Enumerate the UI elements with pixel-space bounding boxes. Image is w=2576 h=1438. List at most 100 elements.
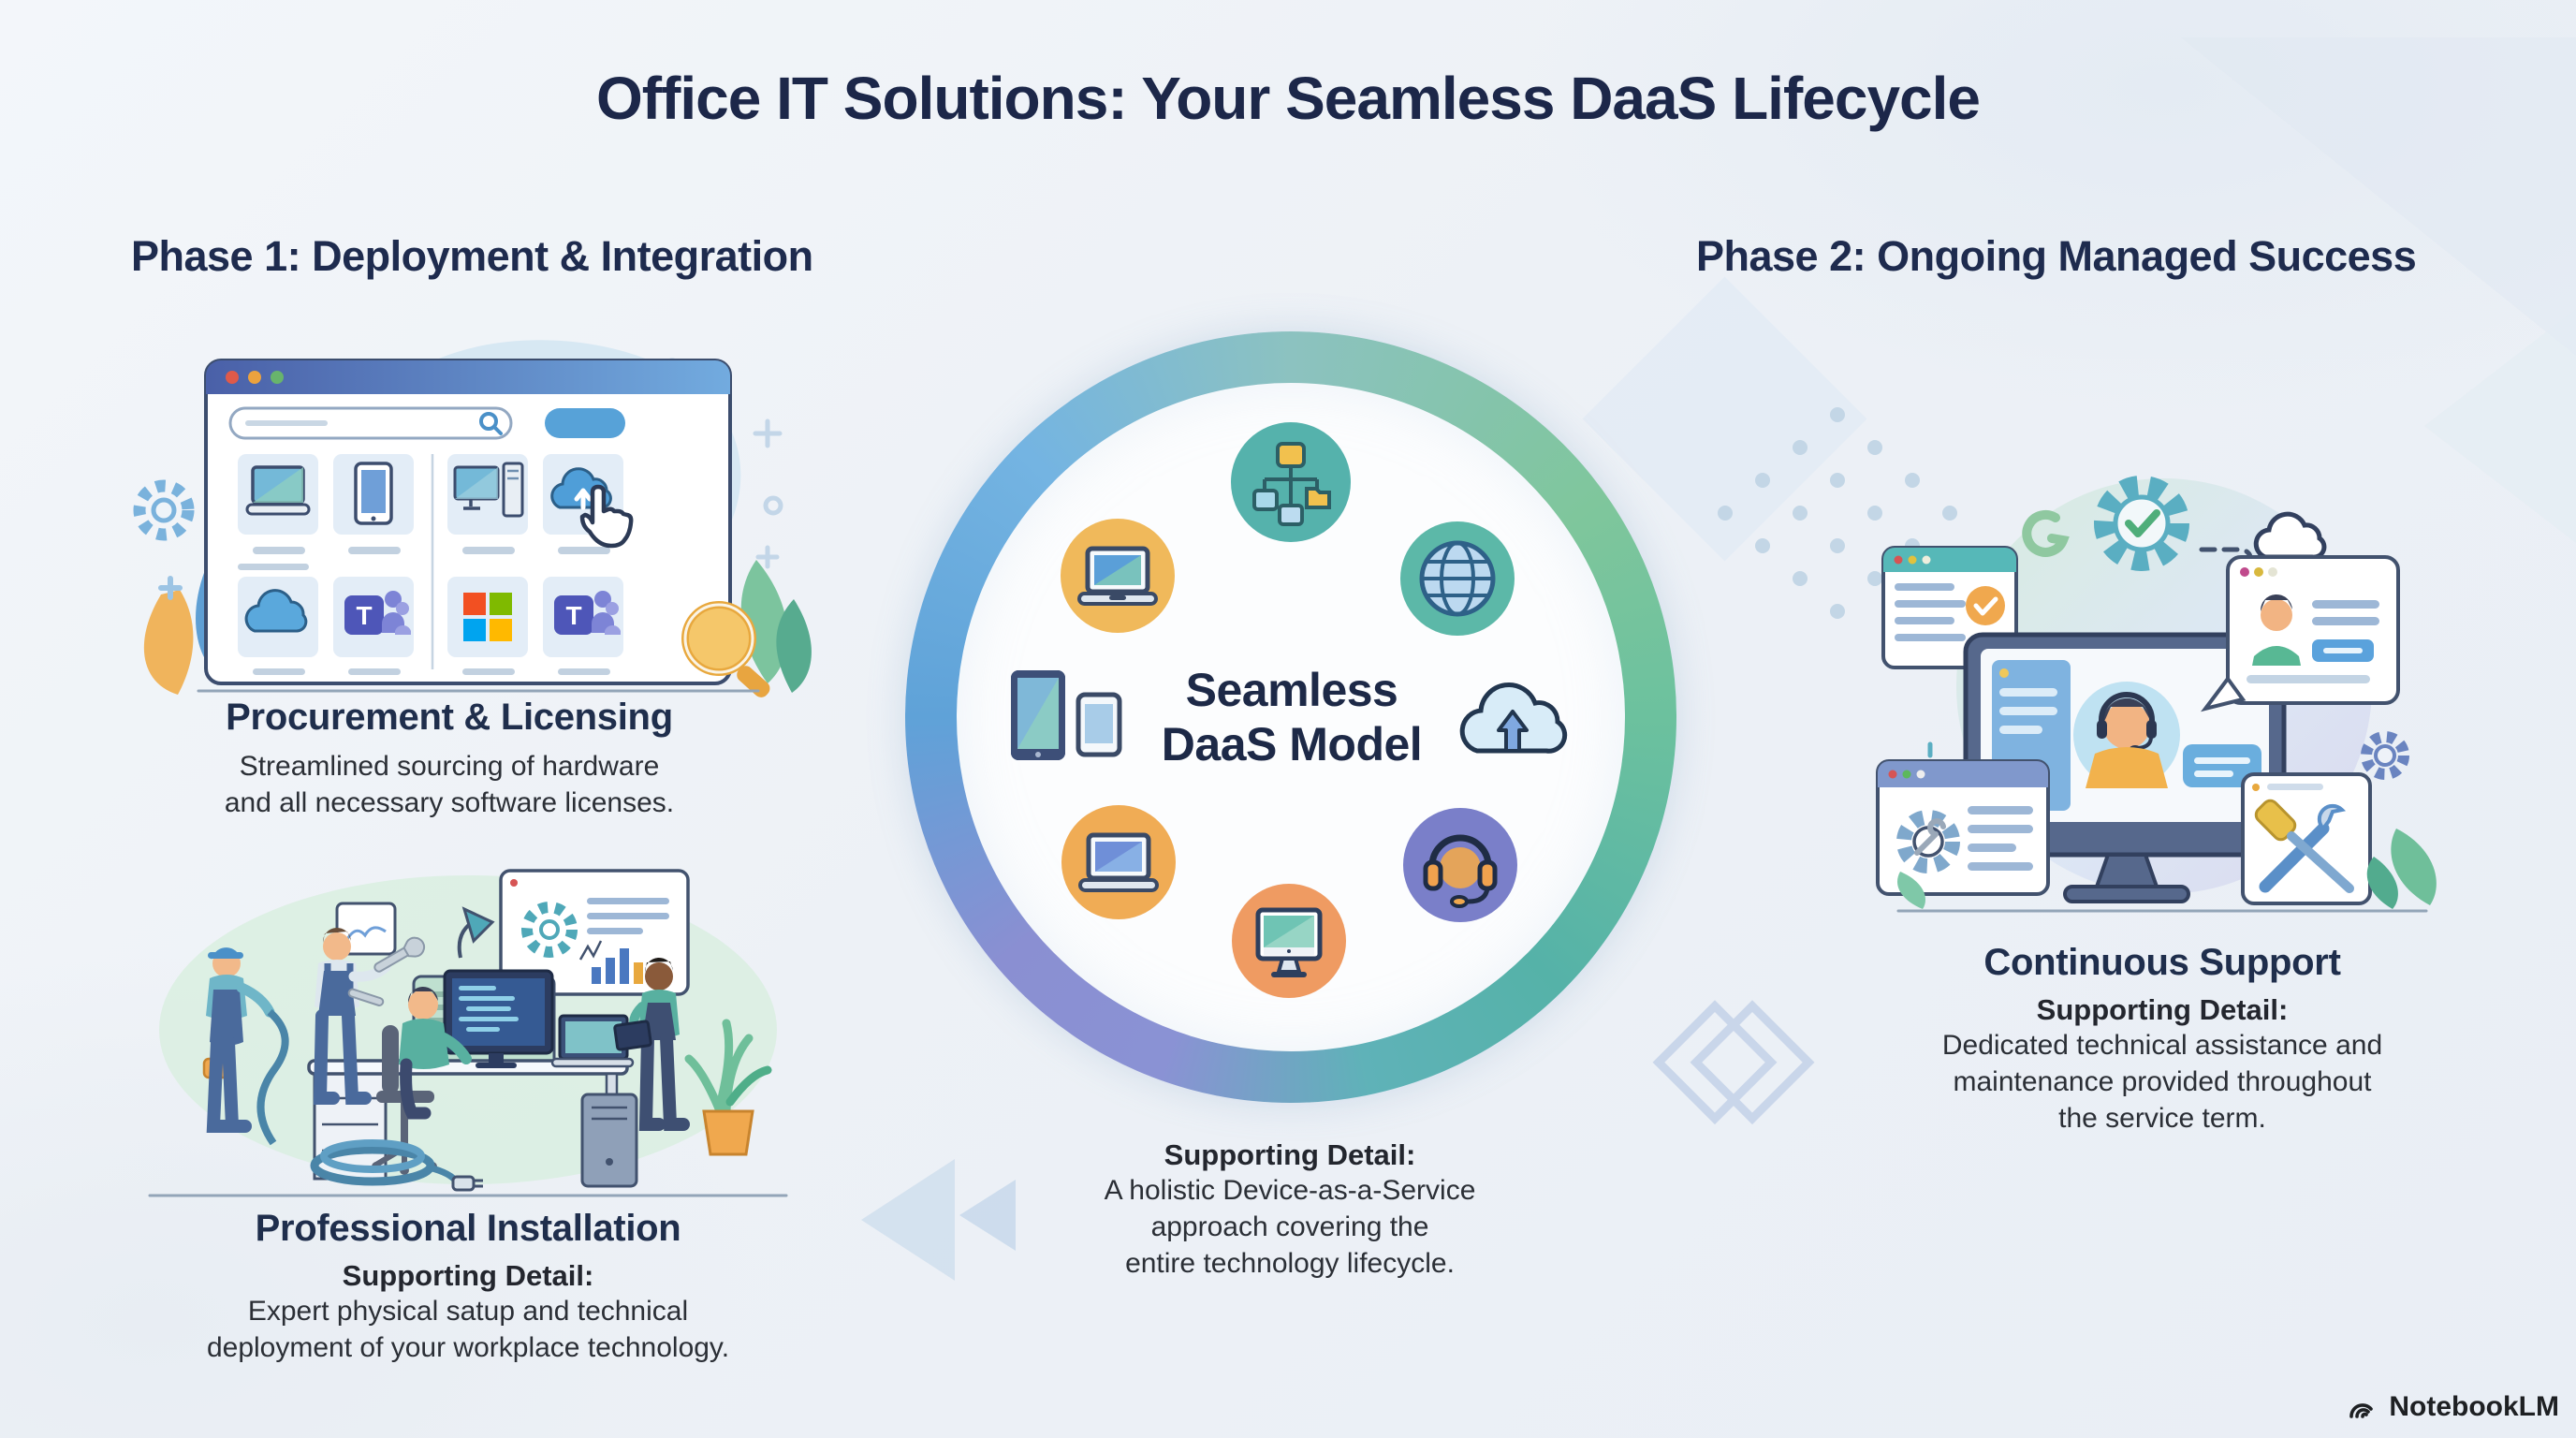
support-body-line: Dedicated technical assistance and [1941,1030,2383,1061]
seated-technician [399,986,472,1120]
svg-text:T: T [565,601,581,630]
procurement-body-line: Streamlined sourcing of hardware [239,751,660,782]
installation-body-line: deployment of your workplace technology. [206,1332,730,1363]
cable-coil [310,1139,483,1192]
pc-tower [580,1093,638,1188]
support-heading: Continuous Support [1983,942,2341,983]
laptop-icon [1061,805,1176,919]
search-bar [228,406,513,440]
monitor-base [2063,885,2190,903]
support-illustration [1876,476,2437,913]
ring-title: Seamless DaaS Model [992,663,1591,771]
watermark-text: NotebookLM [2389,1391,2559,1422]
check-icon [2125,509,2160,537]
notebooklm-logo-icon [2349,1403,2374,1418]
microsoft-icon [463,593,512,641]
wrench-icon [373,936,426,973]
maintenance-window [1876,759,2050,896]
tile-label-lines [253,668,610,675]
installation-illustration [148,869,788,1197]
teams-icon: T [554,591,621,635]
hand-cursor-icon [579,484,634,549]
technician-with-cable [202,947,289,1146]
installation-detail-label: Supporting Detail: [342,1259,594,1292]
store-tile [333,454,414,535]
support-detail-label: Supporting Detail: [2036,993,2289,1026]
gear-check-icon [2094,476,2189,571]
leaf-icon [1897,872,1925,909]
sitemap-icon [1231,422,1351,542]
cloud-upload-icon [1459,682,1568,754]
squiggle-decoration [2022,509,2070,557]
leaf-icon [776,599,812,693]
page-title: Office IT Solutions: Your Seamless DaaS … [595,65,1981,132]
tablet-phone-icon [1011,670,1122,760]
installation-block: Professional Installation Supporting Det… [112,1208,824,1366]
procurement-block: Procurement & Licensing Streamlined sour… [168,697,730,821]
check-badge-icon [1966,586,2005,625]
procurement-body-line: and all necessary software licenses. [224,787,675,818]
store-tile: T [333,577,414,657]
desk-lamp [457,906,495,959]
desktop-tower-icon [453,462,524,518]
interlocked-diamonds-decoration [1652,1000,1815,1125]
gear-icon [2361,731,2409,780]
magnifier-icon [681,601,770,697]
user-avatar [2261,599,2292,631]
checklist-window [1881,546,2018,669]
support-body-line: the service term. [2058,1103,2266,1134]
wall-dashboard [499,869,690,996]
center-body-line: approach covering the [1150,1211,1429,1242]
tablet-icon [613,1020,652,1051]
support-body-line: maintenance provided throughout [1953,1066,2372,1097]
crossed-tools-icon [2254,799,2354,893]
browser-titlebar [206,360,730,394]
leaf-icon [2366,857,2398,909]
phase1-heading: Phase 1: Deployment & Integration [131,232,813,280]
installation-body-line: Expert physical satup and technical [247,1296,689,1327]
store-tile [447,577,528,657]
laptop-icon [550,1014,635,1068]
store-tile [238,454,318,535]
cloud-icon [2253,511,2327,560]
technician-with-wrench [313,927,426,1105]
primary-button [545,408,625,438]
installation-heading: Professional Installation [255,1208,681,1249]
tile-label-lines [238,547,610,570]
globe-icon [1400,521,1515,636]
store-tile: T [543,577,623,657]
desktop-icon [1232,884,1346,998]
chat-window [2201,555,2400,712]
cloud-icon [244,589,308,633]
chat-bubble-icon [2183,744,2261,787]
folder-icon [1305,487,1331,509]
laptop-icon [245,465,311,516]
center-body-line: A holistic Device-as-a-Service [1104,1175,1476,1206]
center-body-line: entire technology lifecycle. [1125,1248,1455,1279]
svg-text:T: T [356,601,372,630]
watermark: NotebookLM [2348,1391,2559,1423]
support-block: Continuous Support Supporting Detail: De… [1881,942,2443,1137]
headset-icon [2099,692,2155,732]
teams-icon: T [344,591,411,635]
monitor-stand [2094,853,2159,888]
leaf-icon [143,590,194,695]
technician-with-tablet [613,957,690,1131]
procurement-heading: Procurement & Licensing [226,697,673,738]
dash-decoration [2199,547,2253,586]
gear-icon [521,902,578,958]
ring-title-line2: DaaS Model [1161,718,1423,770]
gear-wrench-icon [1896,810,1960,873]
wrench-icon [347,988,385,1006]
store-tile [238,577,318,657]
diamond-decoration [1582,276,1867,562]
monitor-code [443,969,554,1068]
laptop-icon [1061,519,1175,633]
center-detail-block: Supporting Detail: A holistic Device-as-… [1009,1135,1571,1282]
ring-title-line1: Seamless [1185,664,1398,716]
center-detail-label: Supporting Detail: [1164,1138,1416,1171]
procurement-illustration: T T [133,340,812,697]
traffic-light-dots [226,371,284,384]
leaf-icon [2391,829,2437,905]
tools-window [2241,772,2372,905]
